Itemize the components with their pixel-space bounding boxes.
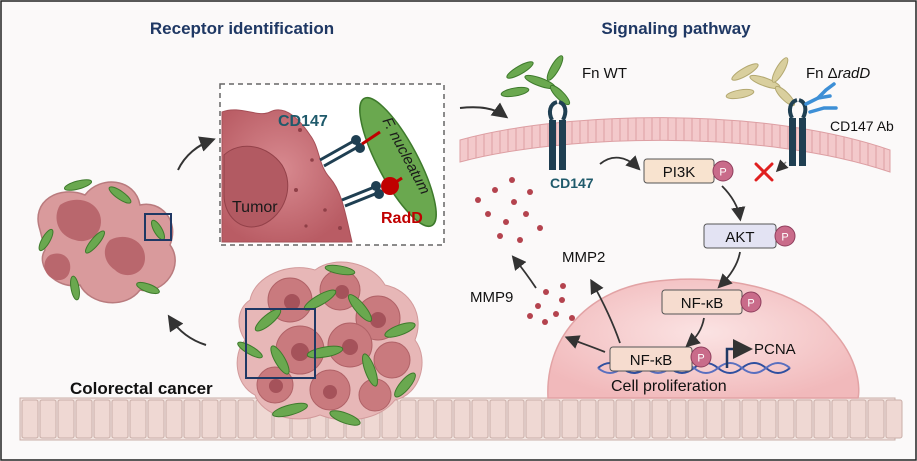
epithelial-cell: [201, 399, 219, 439]
svg-text:PI3K: PI3K: [663, 164, 696, 181]
epithelial-cell: [615, 399, 633, 439]
cd147-receptor-2: [341, 186, 376, 208]
arrow-to-pathway: [459, 102, 509, 119]
nfkb-cytoplasm-phospho: P: [747, 298, 754, 310]
epithelial-cell: [867, 399, 885, 439]
epithelial-cell: [849, 399, 867, 439]
epithelial-cell: [237, 399, 255, 439]
zoom-box-small: [144, 213, 172, 241]
epithelial-cell: [669, 399, 687, 439]
epithelial-cell: [219, 399, 237, 439]
arrow-to-cluster: [167, 314, 207, 346]
epithelial-cell: [399, 399, 417, 439]
svg-text:NF-κB: NF-κB: [630, 352, 673, 369]
transcription-arrow: [725, 339, 753, 368]
receptor-zoom-inset: CD147 F. nucleatum RadD Tumor: [219, 83, 445, 246]
epithelial-cell: [759, 399, 777, 439]
epithelial-cell: [687, 399, 705, 439]
epithelial-cell: [165, 399, 183, 439]
epithelial-cell: [183, 399, 201, 439]
pi3k-phospho: P: [719, 167, 726, 179]
label-cd147-membrane: CD147: [550, 175, 594, 191]
epithelial-cell: [831, 399, 849, 439]
title-receptor-identification: Receptor identification: [150, 19, 334, 38]
svg-text:AKT: AKT: [725, 229, 754, 246]
epithelial-cell: [741, 399, 759, 439]
epithelial-cell: [777, 399, 795, 439]
label-mmp9: MMP9: [470, 289, 513, 306]
epithelial-cell: [453, 399, 471, 439]
epithelium-layer: [19, 397, 903, 441]
cd147-membrane-receptor-blocked: [787, 98, 808, 166]
epithelial-cell: [525, 399, 543, 439]
epithelial-cell: [633, 399, 651, 439]
epithelial-cell: [57, 399, 75, 439]
label-mmp2: MMP2: [562, 249, 605, 266]
fn-wt-bacteria: [500, 55, 571, 106]
epithelial-cell: [579, 399, 597, 439]
epithelial-cell: [471, 399, 489, 439]
epithelial-cell: [435, 399, 453, 439]
radd-adhesin: [381, 177, 399, 195]
epithelial-cell: [795, 399, 813, 439]
svg-text:NF-κB: NF-κB: [681, 295, 724, 312]
cd147-receptor-1: [319, 140, 357, 168]
label-cell-proliferation: Cell proliferation: [611, 378, 727, 395]
tumor-cell-cluster: [37, 179, 176, 304]
epithelial-cell: [705, 399, 723, 439]
akt-node: AKT P: [703, 223, 796, 249]
epithelial-cell: [21, 399, 39, 439]
akt-phospho: P: [781, 232, 788, 244]
label-tumor: Tumor: [232, 199, 278, 216]
epithelial-cell: [111, 399, 129, 439]
epithelial-cell: [507, 399, 525, 439]
tumor-nucleus: [223, 145, 289, 228]
epithelial-cell: [489, 399, 507, 439]
epithelial-cell: [651, 399, 669, 439]
nfkb-nucleus-node: NF-κB P: [609, 346, 712, 372]
epithelial-cell: [417, 399, 435, 439]
epithelial-cell: [813, 399, 831, 439]
label-cd147-inset: CD147: [278, 113, 328, 130]
arrow-mmp9-out: [511, 255, 537, 289]
cd147-antibody: [804, 82, 838, 114]
nfkb-nucleus-phospho: P: [697, 353, 704, 365]
inhibition-mark: [754, 162, 774, 182]
epithelial-cell: [147, 399, 165, 439]
epithelial-cell: [597, 399, 615, 439]
pathway-arrows: [564, 155, 746, 353]
title-signaling-pathway: Signaling pathway: [601, 19, 751, 38]
epithelial-cell: [885, 399, 903, 439]
zoom-box-large: [245, 308, 316, 379]
label-colorectal-cancer: Colorectal cancer: [70, 379, 213, 398]
epithelial-cell: [93, 399, 111, 439]
epithelial-cell: [39, 399, 57, 439]
cd147-membrane-receptor-wt: [547, 100, 568, 170]
mmp-intracellular-particles: [527, 283, 575, 325]
label-fn-wt: Fn WT: [582, 65, 627, 82]
label-pcna: PCNA: [754, 341, 796, 358]
label-cd147-antibody: CD147 Ab: [830, 118, 894, 134]
epithelial-cell: [75, 399, 93, 439]
epithelial-cell: [561, 399, 579, 439]
label-radd: RadD: [381, 210, 423, 227]
label-fn-radd: Fn ΔradD: [806, 65, 870, 82]
pi3k-node: PI3K P: [643, 158, 734, 184]
fusobacterium-cell: [359, 96, 437, 228]
cell-membrane: [459, 117, 891, 173]
epithelial-cell: [129, 399, 147, 439]
colorectal-tumor-mass: [236, 261, 423, 426]
epithelial-cell: [723, 399, 741, 439]
fn-radd-mutant-bacteria: [725, 57, 796, 107]
nfkb-cytoplasm-node: NF-κB P: [661, 289, 762, 315]
mmp-secreted-particles: [475, 177, 543, 243]
epithelial-cell: [543, 399, 561, 439]
arrow-to-inset: [177, 136, 216, 171]
